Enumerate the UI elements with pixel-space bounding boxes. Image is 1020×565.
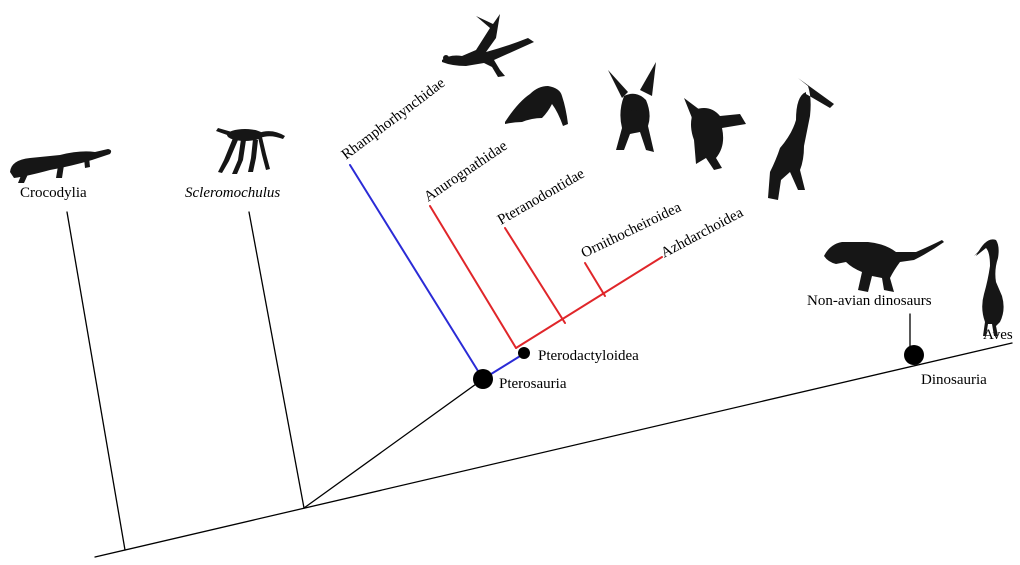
- anurognathid-silhouette: [505, 86, 568, 126]
- ornithocheiroidea-branch: [585, 263, 605, 296]
- azhdarchoid-silhouette: [768, 78, 834, 200]
- rhamphorhynchidae-label: Rhamphorhynchidae: [339, 75, 449, 163]
- heron-silhouette: [974, 239, 1004, 336]
- aves-label: Aves: [983, 327, 1013, 343]
- scleromochulus-label: Scleromochulus: [185, 185, 280, 201]
- pterosauria-node: [473, 369, 493, 389]
- pteranodontid-silhouette: [608, 62, 656, 152]
- crocodile-silhouette: [10, 149, 111, 183]
- rhamphorhynchidae-branch: [350, 165, 483, 379]
- pterodactyloidea-label: Pterodactyloidea: [538, 348, 639, 364]
- scleromochulus-branch: [249, 212, 304, 508]
- dinosauria-label: Dinosauria: [921, 372, 987, 388]
- rhamphorhynchid-silhouette: [442, 14, 534, 77]
- ornithodira-branch: [304, 379, 483, 508]
- crocodylia-branch: [67, 212, 125, 550]
- pteranodontidae-branch: [505, 228, 565, 323]
- dinosauria-node: [904, 345, 924, 365]
- non-avian-dinosaurs-label: Non-avian dinosaurs: [807, 293, 932, 309]
- anurognathidae-label: Anurognathidae: [421, 138, 510, 205]
- scleromochulus-silhouette: [216, 128, 285, 174]
- ornithocheiroid-silhouette: [684, 98, 746, 170]
- crocodylia-label: Crocodylia: [20, 185, 87, 201]
- pterosauria-label: Pterosauria: [499, 376, 567, 392]
- pteranodontidae-label: Pteranodontidae: [495, 166, 588, 229]
- pterodactyloidea-node: [518, 347, 530, 359]
- theropod-silhouette: [824, 240, 944, 292]
